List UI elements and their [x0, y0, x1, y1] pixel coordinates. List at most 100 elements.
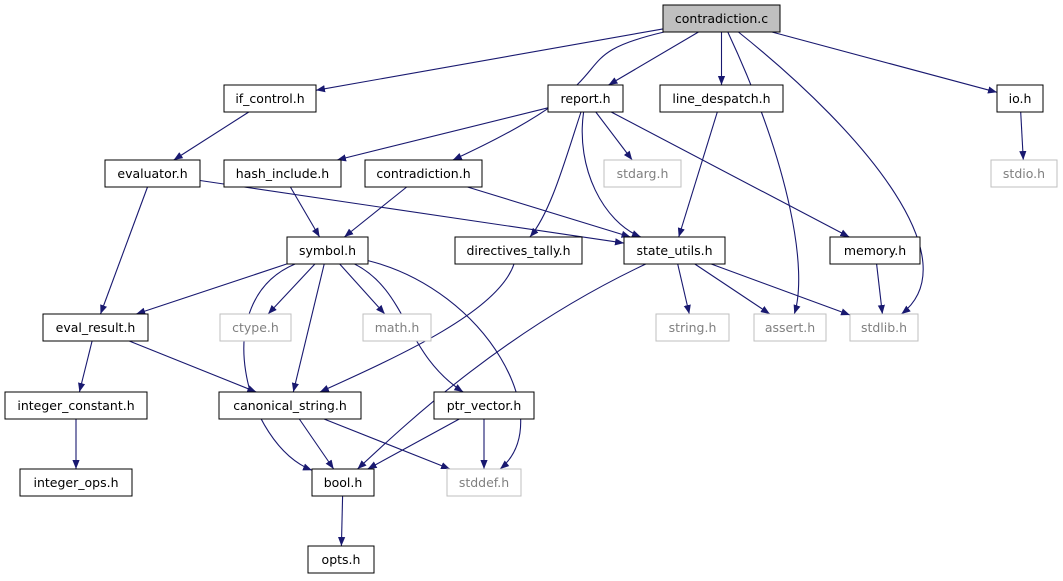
node-box-integer-constant-h [4, 391, 148, 420]
node-box-stdio-h [990, 159, 1058, 188]
edge-contradiction-h-to-state-utils-h [467, 186, 631, 238]
edge-bool-h-to-opts-h [338, 495, 346, 547]
node-box-assert-h [753, 313, 827, 342]
edge-contradiction-c-to-io-h [771, 31, 998, 94]
node-stdarg-h: stdarg.h [603, 159, 682, 188]
node-label-contradiction-c: contradiction.c [675, 11, 768, 26]
node-label-stdarg-h: stdarg.h [617, 166, 669, 181]
node-hash-include-h[interactable]: hash_include.h [223, 159, 342, 188]
node-if-control-h[interactable]: if_control.h [223, 84, 317, 113]
node-label-canonical-string-h: canonical_string.h [233, 398, 347, 413]
edge-io-h-to-stdio-h [1019, 111, 1027, 161]
node-label-contradiction-h: contradiction.h [376, 166, 470, 181]
node-io-h[interactable]: io.h [996, 84, 1044, 113]
edge-hash-include-h-to-symbol-h [289, 186, 321, 238]
edge-symbol-h-to-canonical-string-h [291, 263, 325, 393]
node-memory-h[interactable]: memory.h [829, 236, 921, 265]
node-label-if-control-h: if_control.h [235, 91, 304, 106]
node-directives-tally-h[interactable]: directives_tally.h [454, 236, 583, 265]
node-box-bool-h [311, 468, 375, 497]
node-integer-ops-h[interactable]: integer_ops.h [19, 468, 133, 497]
edge-evaluator-h-to-state-utils-h [199, 179, 625, 246]
edge-state-utils-h-to-stdlib-h [711, 263, 851, 316]
node-label-math-h: math.h [375, 320, 420, 335]
node-label-stddef-h: stddef.h [459, 475, 509, 490]
node-eval-result-h[interactable]: eval_result.h [42, 313, 149, 342]
node-assert-h: assert.h [753, 313, 827, 342]
node-label-hash-include-h: hash_include.h [236, 166, 329, 181]
node-line-despatch-h[interactable]: line_despatch.h [659, 84, 784, 113]
node-box-line-despatch-h [659, 84, 784, 113]
node-box-stddef-h [446, 468, 522, 497]
edge-eval-result-h-to-integer-constant-h [78, 340, 93, 393]
node-box-report-h [547, 84, 624, 113]
node-box-canonical-string-h [218, 391, 362, 420]
node-stdio-h: stdio.h [990, 159, 1058, 188]
edge-report-h-to-hash-include-h [336, 107, 549, 162]
edge-contradiction-c-to-assert-h [727, 31, 801, 315]
node-stddef-h: stddef.h [446, 468, 522, 497]
node-evaluator-h[interactable]: evaluator.h [104, 159, 201, 188]
node-box-stdarg-h [603, 159, 682, 188]
node-label-opts-h: opts.h [322, 552, 361, 567]
edge-contradiction-c-to-contradiction-h [452, 31, 665, 161]
edge-if-control-h-to-evaluator-h [173, 111, 250, 161]
edge-memory-h-to-stdlib-h [876, 263, 885, 315]
node-report-h[interactable]: report.h [547, 84, 624, 113]
node-box-symbol-h [286, 236, 369, 265]
edge-ptr-vector-h-to-bool-h [367, 418, 460, 470]
node-label-stdlib-h: stdlib.h [861, 320, 907, 335]
edge-report-h-to-directives-tally-h [529, 111, 582, 238]
node-box-if-control-h [223, 84, 317, 113]
node-integer-constant-h[interactable]: integer_constant.h [4, 391, 148, 420]
node-label-directives-tally-h: directives_tally.h [466, 243, 570, 258]
node-box-eval-result-h [42, 313, 149, 342]
edge-contradiction-h-to-symbol-h [343, 186, 408, 238]
node-ptr-vector-h[interactable]: ptr_vector.h [433, 391, 535, 420]
node-label-string-h: string.h [669, 320, 717, 335]
node-contradiction-c[interactable]: contradiction.c [662, 4, 781, 33]
node-box-ptr-vector-h [433, 391, 535, 420]
node-label-stdio-h: stdio.h [1003, 166, 1045, 181]
node-label-report-h: report.h [560, 91, 610, 106]
node-box-integer-ops-h [19, 468, 133, 497]
node-label-integer-constant-h: integer_constant.h [17, 398, 134, 413]
node-box-opts-h [307, 545, 375, 574]
node-label-state-utils-h: state_utils.h [636, 243, 712, 258]
node-box-contradiction-c [662, 4, 781, 33]
edge-state-utils-h-to-string-h [677, 263, 691, 315]
edge-line-despatch-h-to-state-utils-h [677, 111, 718, 238]
edge-evaluator-h-to-eval-result-h [99, 186, 149, 315]
edge-report-h-to-state-utils-h [581, 111, 642, 238]
node-bool-h[interactable]: bool.h [311, 468, 375, 497]
edge-contradiction-c-to-stdlib-h [738, 31, 924, 315]
node-label-io-h: io.h [1009, 91, 1032, 106]
edge-contradiction-c-to-if-control-h [315, 28, 664, 93]
node-box-contradiction-h [364, 159, 483, 188]
node-label-line-despatch-h: line_despatch.h [672, 91, 770, 106]
edge-state-utils-h-to-assert-h [694, 263, 771, 315]
edge-canonical-string-h-to-stddef-h [323, 418, 451, 470]
node-canonical-string-h[interactable]: canonical_string.h [218, 391, 362, 420]
node-symbol-h[interactable]: symbol.h [286, 236, 369, 265]
node-opts-h[interactable]: opts.h [307, 545, 375, 574]
node-state-utils-h[interactable]: state_utils.h [623, 236, 726, 265]
node-label-integer-ops-h: integer_ops.h [34, 475, 119, 490]
nodes-layer: contradiction.c if_control.h report.h line_… [4, 4, 1058, 574]
node-label-ctype-h: ctype.h [232, 320, 279, 335]
node-label-memory-h: memory.h [844, 243, 906, 258]
node-box-memory-h [829, 236, 921, 265]
edge-report-h-to-stdarg-h [595, 111, 633, 161]
node-label-evaluator-h: evaluator.h [117, 166, 187, 181]
node-box-directives-tally-h [454, 236, 583, 265]
node-box-stdlib-h [849, 313, 919, 342]
node-contradiction-h[interactable]: contradiction.h [364, 159, 483, 188]
edge-report-h-to-memory-h [610, 111, 850, 238]
node-box-hash-include-h [223, 159, 342, 188]
node-math-h: math.h [362, 313, 432, 342]
edge-contradiction-c-to-report-h [608, 31, 699, 86]
node-label-symbol-h: symbol.h [299, 243, 356, 258]
node-box-math-h [362, 313, 432, 342]
edge-canonical-string-h-to-bool-h [298, 418, 335, 470]
